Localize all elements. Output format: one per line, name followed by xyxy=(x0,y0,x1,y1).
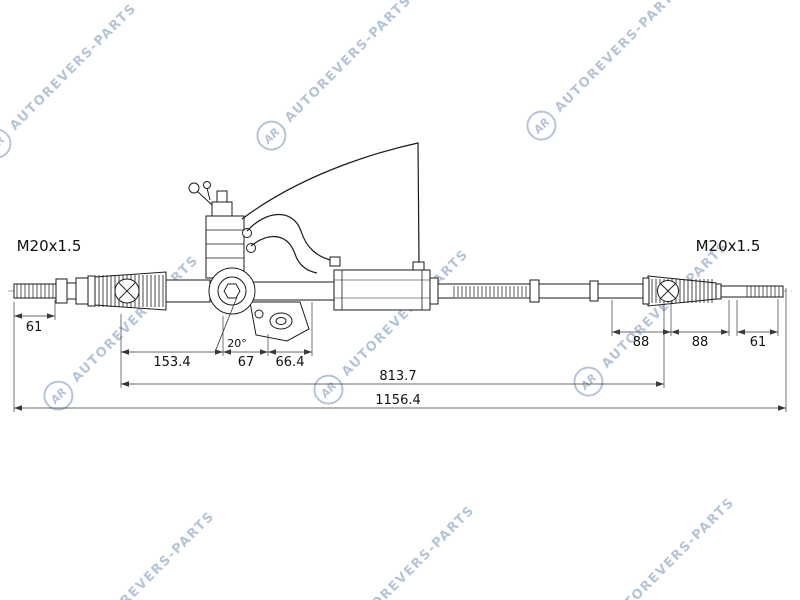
dim-left-61: 61 xyxy=(26,320,43,335)
rack-tube xyxy=(437,279,651,303)
left-tie-rod xyxy=(13,275,96,307)
pinion-housing xyxy=(208,267,256,315)
rack-teeth xyxy=(453,286,527,297)
left-thread-label: M20x1.5 xyxy=(17,237,82,255)
right-boot xyxy=(642,275,722,307)
right-thread-hatch xyxy=(746,286,780,297)
mounting-bracket xyxy=(249,301,310,342)
dim-813-7: 813.7 xyxy=(379,369,416,384)
right-bushing xyxy=(657,280,679,302)
power-cylinder xyxy=(333,269,439,311)
extension-lines xyxy=(13,288,787,412)
angle-label: 20° xyxy=(227,337,247,350)
dim-88-a: 88 xyxy=(633,335,650,350)
dim-153-4: 153.4 xyxy=(153,355,190,370)
valve-body xyxy=(188,181,256,279)
dim-total: 1156.4 xyxy=(375,393,421,408)
hydraulic-pipes xyxy=(241,142,425,274)
dim-88-b: 88 xyxy=(692,335,709,350)
dim-66-4: 66.4 xyxy=(276,355,305,370)
pinion-hex xyxy=(223,283,241,299)
dimensions: 61 153.4 67 66.4 88 88 61 813.7 1156.4 M… xyxy=(13,237,787,412)
right-thread-label: M20x1.5 xyxy=(696,237,761,255)
dim-67: 67 xyxy=(238,355,255,370)
dim-right-61: 61 xyxy=(750,335,767,350)
right-tie-rod xyxy=(720,285,784,298)
left-thread-hatch xyxy=(16,284,54,298)
angle-reference: 20° xyxy=(214,296,247,353)
left-bushing xyxy=(114,278,140,304)
